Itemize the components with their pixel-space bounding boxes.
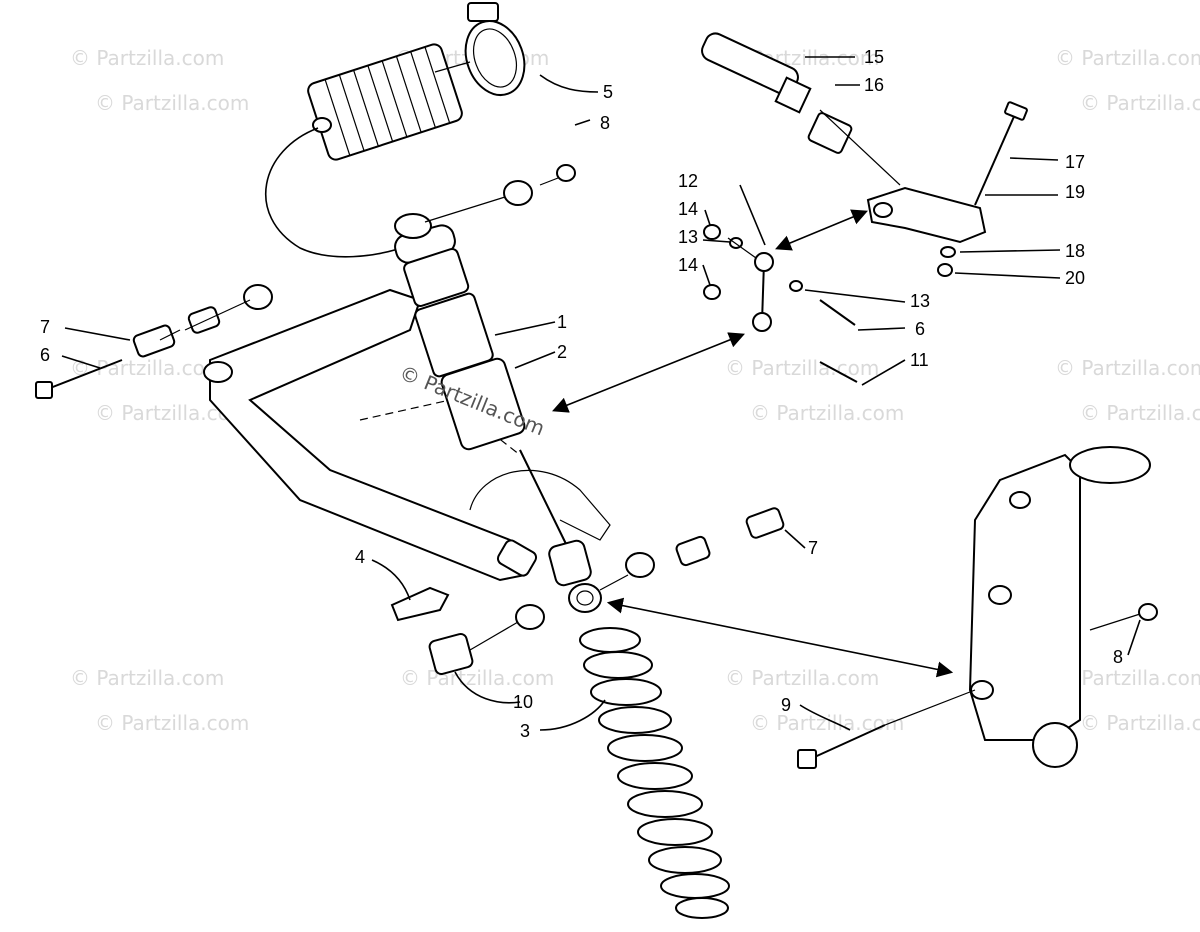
shock-absorber[interactable] bbox=[392, 213, 602, 613]
bushing-7-right[interactable] bbox=[745, 507, 785, 539]
bolt-6-right[interactable] bbox=[819, 299, 856, 326]
callout-8-upper: 8 bbox=[600, 113, 610, 133]
connection-arrows bbox=[552, 209, 954, 678]
callout-7-left: 7 bbox=[40, 317, 50, 337]
nut-8-upper[interactable] bbox=[556, 164, 576, 182]
stabilizer-arm[interactable] bbox=[866, 186, 987, 244]
bushing-insert[interactable] bbox=[807, 112, 853, 154]
bushing-7-left[interactable] bbox=[132, 324, 176, 358]
nut-14-lower[interactable] bbox=[703, 284, 721, 300]
callout-13-upper: 13 bbox=[678, 227, 698, 247]
callout-18: 18 bbox=[1065, 241, 1085, 261]
watermark: © Partzilla.com bbox=[1055, 46, 1200, 70]
callout-14-upper: 14 bbox=[678, 199, 698, 219]
assembly-lines bbox=[159, 61, 1141, 726]
bolt-11[interactable] bbox=[819, 361, 858, 383]
reservoir-hose bbox=[264, 127, 411, 258]
nut-20[interactable] bbox=[937, 263, 953, 277]
clamp-bolt[interactable] bbox=[974, 101, 1028, 206]
watermark: © Partzilla.com bbox=[95, 91, 249, 115]
bushing-left[interactable] bbox=[243, 284, 273, 310]
callout-17: 17 bbox=[1065, 152, 1085, 172]
bushing-10-washer[interactable] bbox=[515, 604, 545, 630]
callout-9: 9 bbox=[781, 695, 791, 715]
bushing-upper[interactable] bbox=[503, 180, 533, 206]
watermark: © Partzilla.com bbox=[1080, 711, 1200, 735]
watermark: © Partzilla.com bbox=[400, 666, 554, 690]
watermark: © Partzilla.com bbox=[1080, 91, 1200, 115]
callout-5: 5 bbox=[603, 82, 613, 102]
callout-7-right: 7 bbox=[808, 538, 818, 558]
stabilizer-link[interactable] bbox=[752, 252, 774, 332]
reservoir-canister[interactable] bbox=[306, 42, 464, 161]
callout-19: 19 bbox=[1065, 182, 1085, 202]
watermark: © Partzilla.com bbox=[750, 711, 904, 735]
callout-2: 2 bbox=[557, 342, 567, 362]
callout-15: 15 bbox=[864, 47, 884, 67]
callout-labels: 15 16 5 8 17 19 12 14 13 14 18 20 13 6 1… bbox=[40, 47, 1123, 741]
callout-6-right: 6 bbox=[915, 319, 925, 339]
callout-12: 12 bbox=[678, 171, 698, 191]
nut-14-upper[interactable] bbox=[703, 224, 721, 240]
watermark: © Partzilla.com bbox=[1080, 401, 1200, 425]
bushing-lower[interactable] bbox=[625, 552, 655, 578]
callout-14-lower: 14 bbox=[678, 255, 698, 275]
watermark: © Partzilla.com bbox=[725, 356, 879, 380]
bolt-9[interactable] bbox=[797, 724, 886, 769]
watermark: © Partzilla.com bbox=[95, 711, 249, 735]
callout-6-left: 6 bbox=[40, 345, 50, 365]
leader-lines bbox=[61, 56, 1141, 731]
stabilizer-rod[interactable] bbox=[699, 30, 812, 114]
watermark-grid: © Partzilla.com © Partzilla.com © Partzi… bbox=[70, 46, 1200, 735]
washer-13-lower[interactable] bbox=[789, 280, 803, 292]
watermark: © Partzilla.com bbox=[70, 666, 224, 690]
watermark: © Partzilla.com bbox=[70, 356, 224, 380]
callout-8-lower: 8 bbox=[1113, 647, 1123, 667]
nut-8-lower[interactable] bbox=[1138, 603, 1158, 621]
spacer-lower[interactable] bbox=[675, 535, 711, 567]
callout-4: 4 bbox=[355, 547, 365, 567]
coil-spring[interactable] bbox=[579, 627, 730, 919]
watermark: © Partzilla.com bbox=[750, 401, 904, 425]
spindle[interactable] bbox=[968, 446, 1151, 768]
callout-16: 16 bbox=[864, 75, 884, 95]
callout-11: 11 bbox=[910, 350, 929, 370]
washer-18[interactable] bbox=[940, 246, 956, 258]
bolt-6-left[interactable] bbox=[35, 359, 123, 399]
watermark: © Partzilla.com bbox=[1055, 356, 1200, 380]
callout-3: 3 bbox=[520, 721, 530, 741]
grease-fitting[interactable] bbox=[390, 586, 450, 622]
hose-clamp[interactable] bbox=[456, 2, 535, 103]
bushing-10[interactable] bbox=[428, 633, 474, 676]
watermark: © Partzilla.com bbox=[70, 46, 224, 70]
callout-1: 1 bbox=[557, 312, 567, 332]
callout-20: 20 bbox=[1065, 268, 1085, 288]
watermark: © Partzilla.com bbox=[725, 666, 879, 690]
callout-10: 10 bbox=[513, 692, 533, 712]
a-arm[interactable] bbox=[203, 288, 611, 582]
spacer-left[interactable] bbox=[187, 306, 221, 334]
callout-13-lower: 13 bbox=[910, 291, 930, 311]
